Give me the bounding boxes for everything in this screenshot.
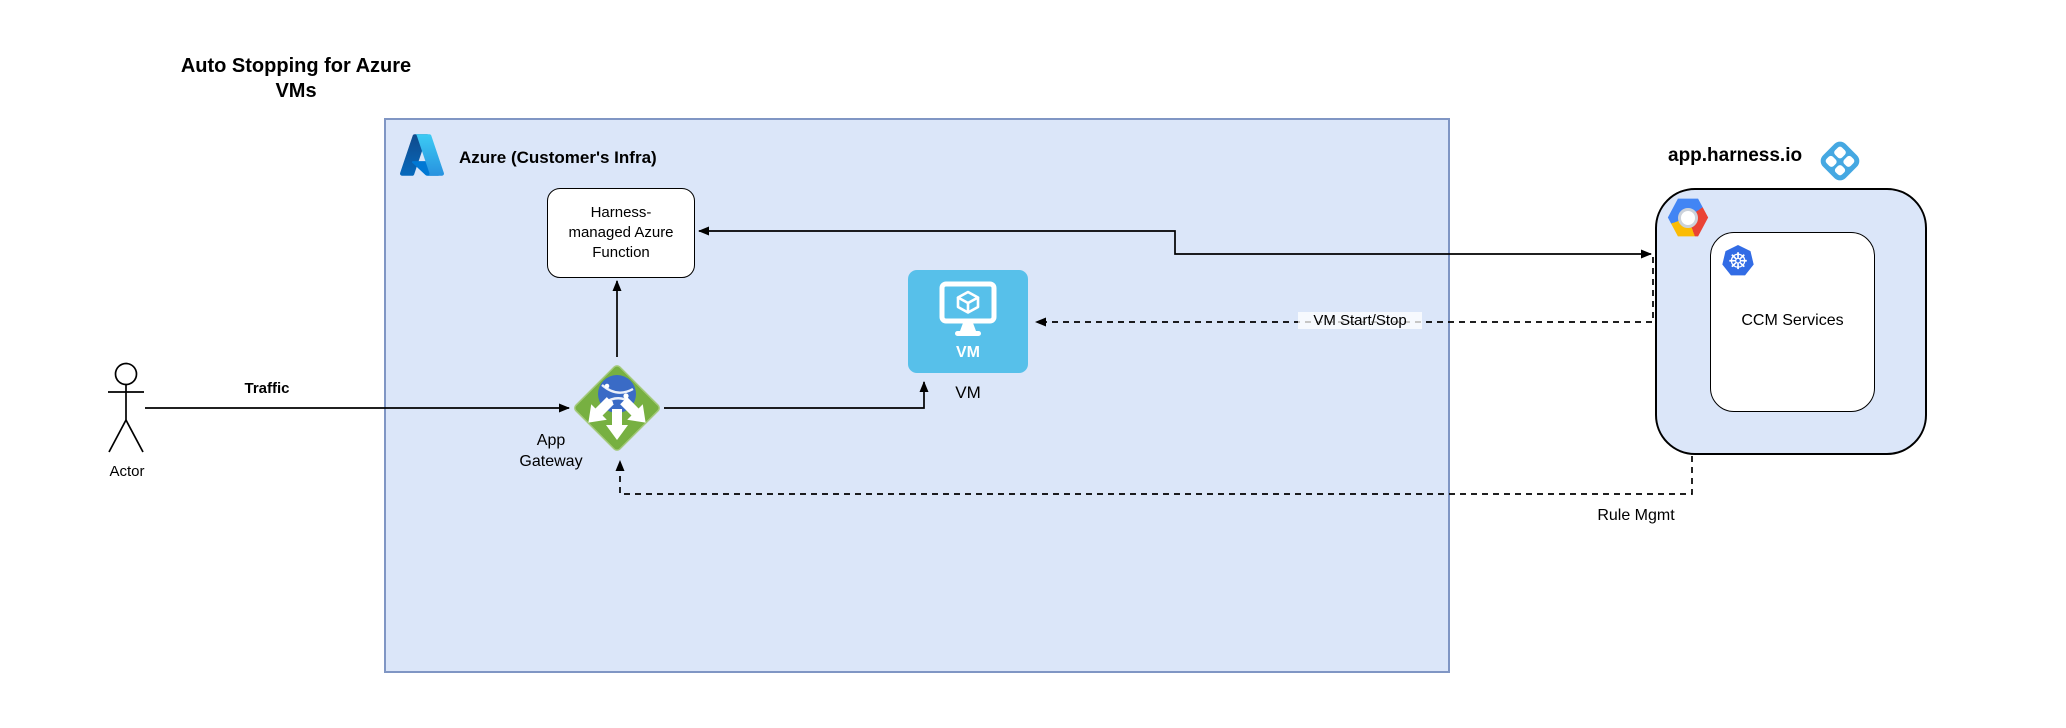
diagram-title: Auto Stopping for Azure VMs bbox=[180, 55, 412, 102]
vm-monitor-icon bbox=[939, 281, 997, 336]
edge-label-vm-start-stop: VM Start/Stop bbox=[1298, 312, 1422, 329]
harness-logo-icon bbox=[1817, 138, 1863, 184]
vm-node-caption: VM bbox=[955, 383, 981, 402]
azure-group-label: Azure (Customer's Infra) bbox=[459, 148, 657, 167]
azure-function-node: Harness-managed Azure Function bbox=[547, 188, 695, 278]
vm-node-inner-label: VM bbox=[956, 344, 980, 361]
edge-label-traffic: Traffic bbox=[244, 380, 290, 397]
harness-site-label: app.harness.io bbox=[1668, 145, 1803, 166]
edge-label-rule-mgmt: Rule Mgmt bbox=[1597, 507, 1675, 524]
app-gateway-icon bbox=[574, 365, 660, 451]
azure-group-box bbox=[384, 118, 1450, 673]
actor-label: Actor bbox=[109, 463, 145, 480]
ccm-services-label: CCM Services bbox=[1741, 312, 1844, 329]
actor-figure-icon bbox=[108, 362, 144, 453]
vm-node: VM bbox=[908, 270, 1028, 373]
kubernetes-helm-glyph: ☸ bbox=[1727, 248, 1749, 274]
azure-function-label: Harness-managed Azure Function bbox=[568, 204, 674, 261]
azure-logo-icon bbox=[400, 134, 444, 176]
gcp-logo-icon bbox=[1667, 198, 1709, 237]
app-gateway-label: App Gateway bbox=[519, 432, 583, 470]
